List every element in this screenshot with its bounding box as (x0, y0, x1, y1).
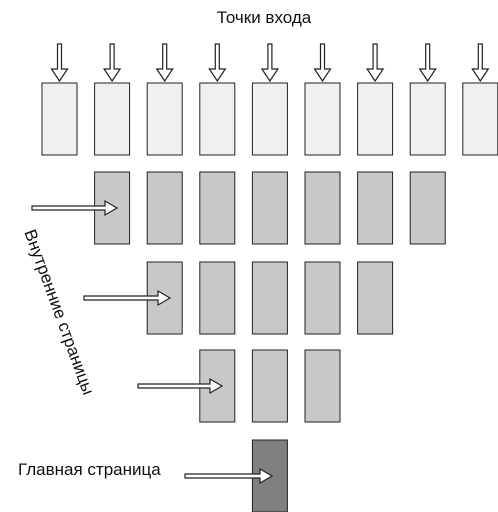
inner-page-box (409, 171, 446, 245)
entry-down-arrow-icon (418, 43, 437, 83)
entry-page-box (357, 82, 394, 156)
entry-down-arrow-icon (471, 43, 490, 83)
inner-pages-label: Внутренние страницы (20, 227, 98, 397)
entry-page-box (462, 82, 498, 156)
entry-page-box (199, 82, 236, 156)
entry-down-arrow-icon (155, 43, 174, 83)
entry-page-box (146, 82, 183, 156)
inner-page-box (304, 261, 341, 335)
entry-page-box (409, 82, 446, 156)
inner-page-box (251, 261, 288, 335)
inner-arrow-icon (83, 289, 172, 307)
inner-page-box (304, 171, 341, 245)
inner-page-box (199, 171, 236, 245)
inner-page-box (251, 349, 288, 423)
entry-down-arrow-icon (313, 43, 332, 83)
entry-points-title: Точки входа (217, 8, 312, 27)
inner-page-box (304, 349, 341, 423)
entry-page-box (304, 82, 341, 156)
entry-down-arrow-icon (365, 43, 385, 83)
inner-arrow-icon (137, 377, 224, 395)
entry-page-box (41, 82, 78, 156)
inner-arrow-icon (31, 199, 119, 217)
inner-page-box (199, 261, 236, 335)
inner-page-box (357, 261, 394, 335)
main-page-label: Главная страница (18, 460, 161, 479)
entry-down-arrow-icon (260, 43, 280, 83)
entry-page-box (94, 82, 131, 156)
main-arrow-icon (184, 467, 274, 485)
inner-page-box (251, 171, 288, 245)
inner-page-box (146, 171, 183, 245)
entry-down-arrow-icon (50, 43, 69, 83)
entry-page-box (251, 82, 288, 156)
entry-down-arrow-icon (208, 43, 227, 83)
inner-page-box (357, 171, 394, 245)
entry-down-arrow-icon (102, 43, 122, 83)
